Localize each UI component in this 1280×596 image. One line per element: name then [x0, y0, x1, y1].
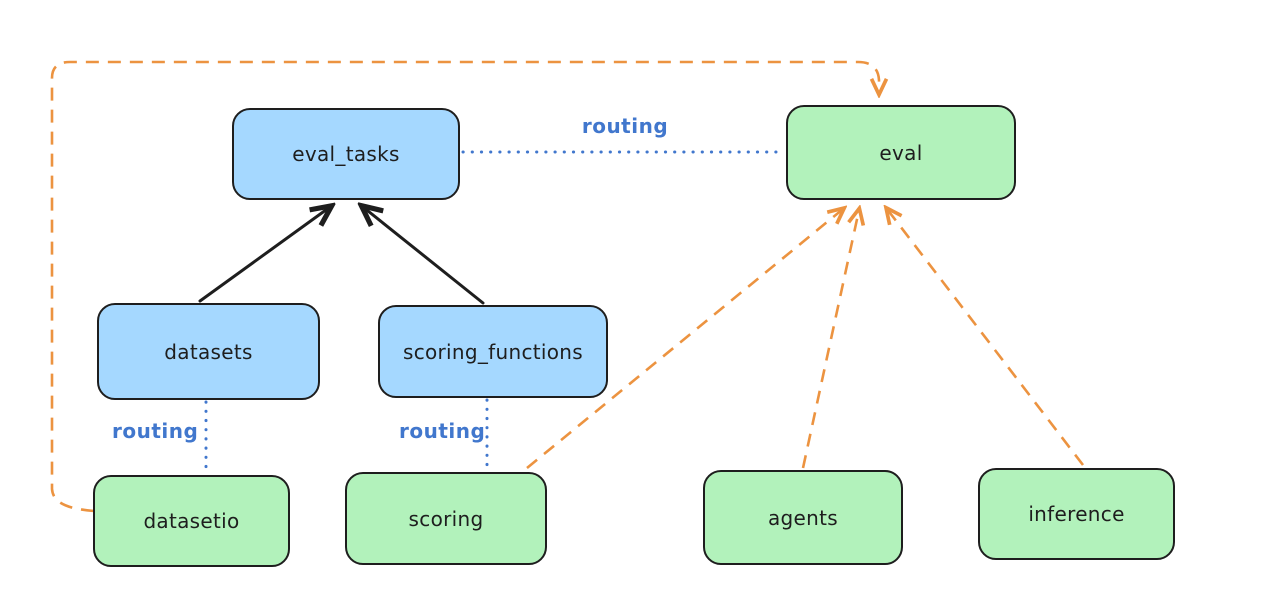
edge-scoring-functions-to-eval-tasks: [363, 207, 485, 305]
node-inference-label: inference: [1028, 502, 1125, 526]
edge-label-routing-eval-tasks-eval: routing: [581, 114, 669, 138]
node-eval-tasks: eval_tasks: [232, 108, 460, 200]
node-scoring-functions: scoring_functions: [378, 305, 608, 398]
edge-agents-to-eval: [801, 210, 859, 469]
node-eval: eval: [786, 105, 1016, 200]
node-agents-label: agents: [768, 505, 838, 530]
node-datasets: datasets: [97, 303, 320, 400]
node-datasetio-label: datasetio: [143, 509, 240, 533]
node-scoring: scoring: [345, 472, 547, 565]
edge-datasetio-to-eval: [50, 60, 879, 513]
node-datasetio: datasetio: [93, 475, 290, 567]
node-inference: inference: [978, 468, 1175, 560]
edge-label-routing-datasets-datasetio: routing: [112, 419, 199, 443]
node-eval-tasks-label: eval_tasks: [292, 142, 400, 166]
node-agents: agents: [703, 470, 903, 565]
node-datasets-label: datasets: [164, 339, 253, 364]
node-scoring-functions-label: scoring_functions: [402, 339, 584, 364]
node-eval-label: eval: [879, 140, 923, 165]
node-scoring-label: scoring: [408, 506, 484, 531]
edge-inference-to-eval: [887, 209, 1085, 466]
edge-datasets-to-eval-tasks: [198, 207, 330, 303]
edge-label-routing-scoring-functions-scoring: routing: [399, 419, 486, 443]
